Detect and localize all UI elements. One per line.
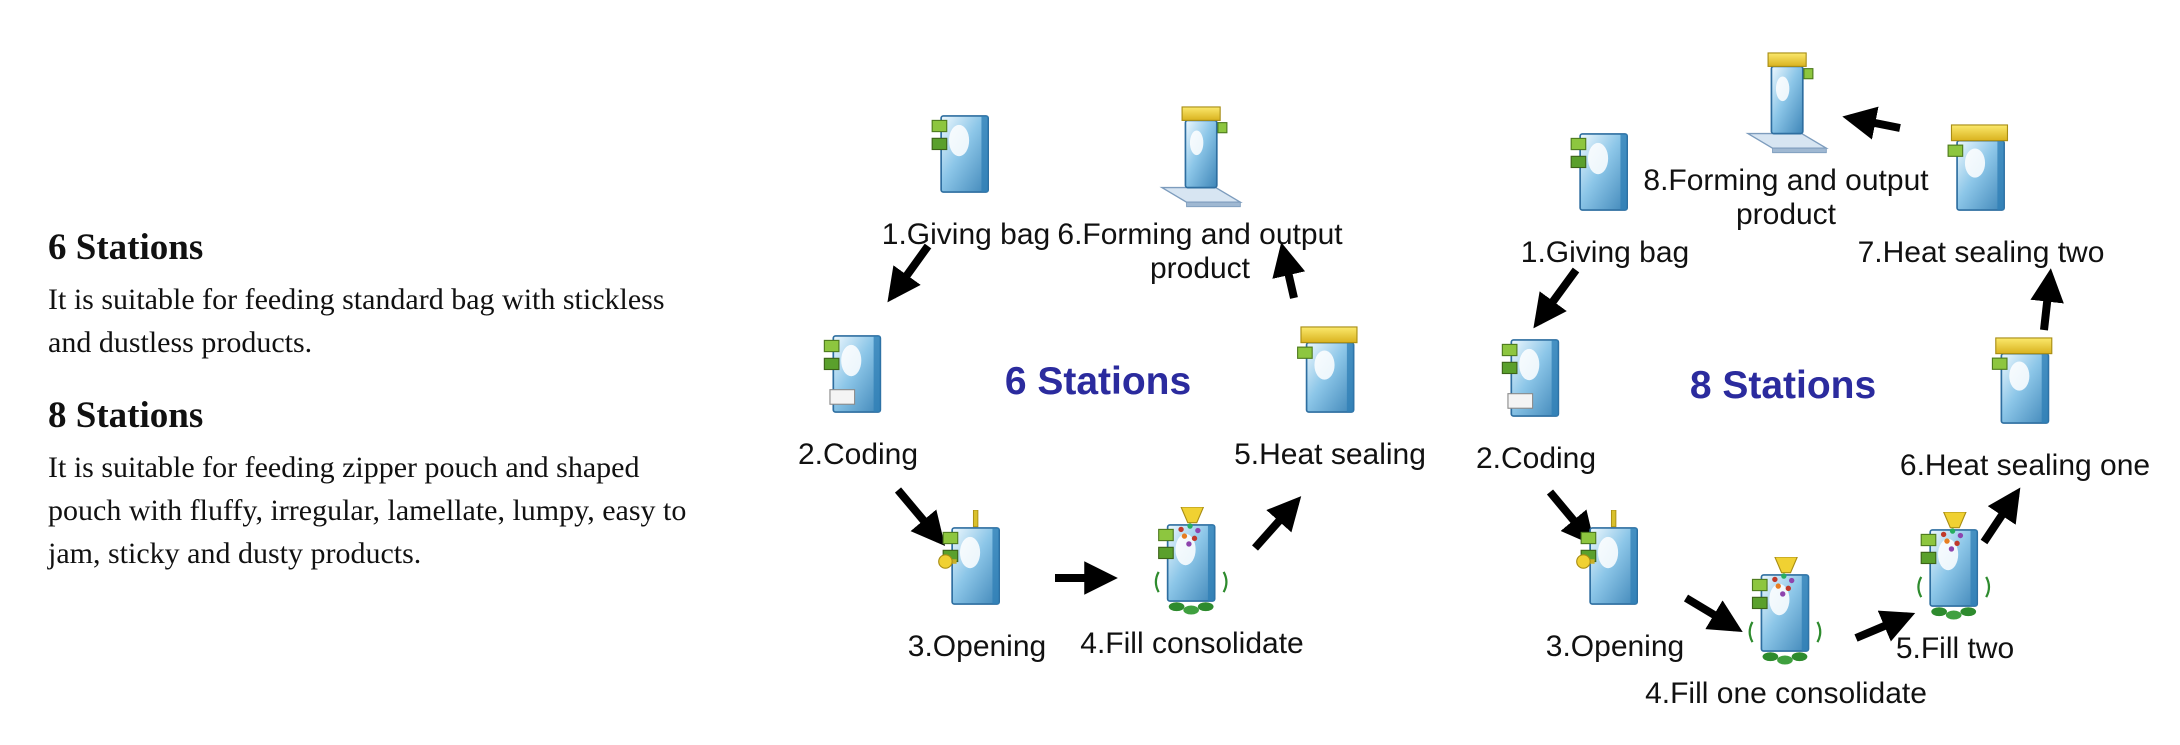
eight-step-fill-one-consolidate: 4.Fill one consolidate (1645, 557, 1927, 711)
eight-stations-description: It is suitable for feeding zipper pouch … (48, 451, 687, 570)
eight-step-label: 2.Coding (1475, 442, 1597, 475)
six-step-label: 1.Giving bag (881, 218, 1051, 251)
eight-step-heat-sealing-one: 6.Heat sealing one (1900, 329, 2150, 483)
forming-output-icon (1747, 52, 1828, 154)
intro-panel: 6 Stations It is suitable for feeding st… (48, 226, 708, 605)
eight-step-label: 5.Fill two (1895, 632, 2015, 665)
eight-step-fill-two: 5.Fill two (1896, 512, 2014, 666)
opening-icon (932, 510, 1022, 622)
six-step-label: 6.Forming and output product (1057, 218, 1343, 285)
six-step-forming-output: 6.Forming and output product (1045, 98, 1355, 286)
fill-icon (1741, 557, 1831, 669)
six-step-label: 5.Heat sealing (1234, 438, 1426, 471)
eight-step-giving-bag: 1.Giving bag (1521, 116, 1689, 270)
six-stations-heading: 6 Stations (48, 227, 204, 268)
six-step-label: 4.Fill consolidate (1080, 627, 1304, 660)
forming-output-icon (1161, 106, 1242, 208)
eight-step-label: 3.Opening (1545, 630, 1685, 663)
eight-step-label: 4.Fill one consolidate (1645, 677, 1927, 710)
eight-step-label: 8.Forming and output product (1643, 164, 1929, 231)
six-step-label: 2.Coding (797, 438, 919, 471)
six-step-heat-sealing: 5.Heat sealing (1234, 318, 1426, 472)
eight-cycle-title: 8 Stations (1689, 364, 1877, 407)
giving-bag-icon (921, 98, 1011, 210)
six-step-fill-consolidate: 4.Fill consolidate (1080, 507, 1304, 661)
six-stations-description: It is suitable for feeding standard bag … (48, 283, 665, 359)
coding-icon (1491, 322, 1581, 434)
fill-icon (1147, 507, 1237, 619)
six-cycle-title: 6 Stations (1004, 360, 1192, 403)
fill-icon (1910, 512, 2000, 624)
heat-sealing-icon (1296, 326, 1358, 413)
eight-step-label: 1.Giving bag (1520, 236, 1690, 269)
eight-step-label: 6.Heat sealing one (1899, 449, 2151, 482)
eight-step-label: 7.Heat sealing two (1857, 236, 2105, 269)
eight-arrow-1-2 (1533, 267, 1580, 329)
six-step-opening: 3.Opening (908, 510, 1046, 664)
heat-sealing-icon (1947, 124, 2009, 211)
eight-step-coding: 2.Coding (1476, 322, 1596, 476)
heat-sealing-icon (1991, 337, 2053, 424)
six-arrow-1-2 (887, 243, 932, 303)
eight-stations-heading: 8 Stations (48, 395, 204, 436)
six-step-giving-bag: 1.Giving bag (882, 98, 1050, 252)
six-step-label: 3.Opening (907, 630, 1047, 663)
six-step-coding: 2.Coding (798, 318, 918, 472)
eight-arrow-6-7 (2030, 268, 2064, 331)
eight-step-forming-output: 8.Forming and output product (1631, 44, 1941, 232)
eight-step-heat-sealing-two: 7.Heat sealing two (1857, 116, 2105, 270)
eight-step-opening: 3.Opening (1546, 510, 1684, 664)
coding-icon (813, 318, 903, 430)
